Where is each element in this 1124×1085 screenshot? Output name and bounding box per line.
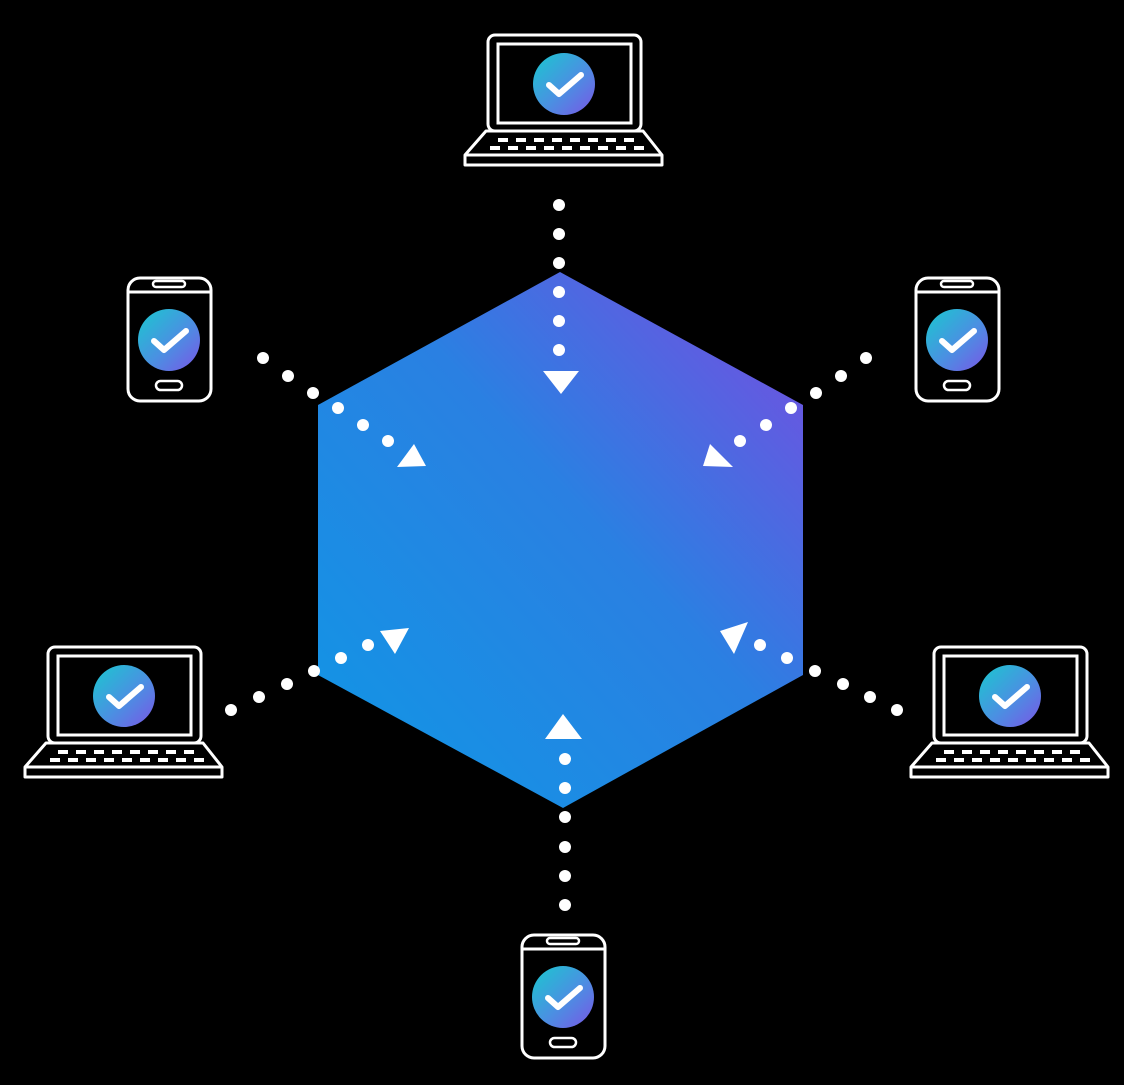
connector-dot	[837, 678, 849, 690]
connector-dot	[559, 811, 571, 823]
check-icon	[546, 72, 584, 97]
smartphone-node-bottom	[520, 933, 607, 1060]
connector-lower-left	[225, 628, 409, 716]
connector-dot	[307, 387, 319, 399]
phone-home-button	[548, 1036, 578, 1049]
phone-home-button	[154, 379, 184, 392]
smartphone-icon	[126, 276, 213, 403]
connector-dot	[553, 286, 565, 298]
smartphone-node-upper-right	[914, 276, 1001, 403]
connector-dot	[785, 402, 797, 414]
connector-dot	[332, 402, 344, 414]
check-icon	[992, 684, 1030, 709]
laptop-node-lower-right	[909, 645, 1110, 779]
check-icon	[151, 328, 189, 353]
connector-dot	[734, 435, 746, 447]
connector-dot	[553, 228, 565, 240]
laptop-icon	[909, 645, 1110, 779]
connector-dot	[553, 315, 565, 327]
laptop-icon	[463, 33, 664, 167]
phone-body	[126, 276, 213, 403]
smartphone-icon	[914, 276, 1001, 403]
phone-speaker	[545, 936, 581, 946]
verified-badge	[926, 309, 988, 371]
connector-top	[543, 199, 579, 394]
arrowhead-upper-left	[397, 444, 426, 467]
laptop-display	[942, 654, 1079, 737]
central-hub-hexagon	[318, 272, 803, 808]
laptop-keyboard	[50, 750, 204, 762]
laptop-node-lower-left	[23, 645, 224, 779]
connector-dot	[357, 419, 369, 431]
phone-home-button	[942, 379, 972, 392]
phone-body	[520, 933, 607, 1060]
arrowhead-lower-left	[380, 628, 409, 654]
check-icon	[939, 328, 977, 353]
connector-dot	[754, 639, 766, 651]
connector-upper-left	[257, 352, 426, 467]
connector-dot	[282, 370, 294, 382]
laptop-node-top	[463, 33, 664, 167]
connector-dot	[281, 678, 293, 690]
smartphone-icon	[520, 933, 607, 1060]
smartphone-node-upper-left	[126, 276, 213, 403]
connector-dot	[760, 419, 772, 431]
arrowhead-top	[543, 371, 579, 394]
connector-dot	[559, 782, 571, 794]
connector-dot	[835, 370, 847, 382]
laptop-display	[496, 42, 633, 125]
connector-dot	[257, 352, 269, 364]
verified-badge	[533, 53, 595, 115]
connector-dot	[553, 344, 565, 356]
connector-dot	[308, 665, 320, 677]
connector-dot	[891, 704, 903, 716]
verified-badge	[138, 309, 200, 371]
connector-dot	[559, 753, 571, 765]
connector-dot	[860, 352, 872, 364]
verified-badge	[532, 966, 594, 1028]
phone-body	[914, 276, 1001, 403]
check-icon	[545, 985, 583, 1010]
connector-upper-right	[703, 352, 872, 467]
laptop-display	[56, 654, 193, 737]
connector-dot	[810, 387, 822, 399]
connector-dot	[559, 870, 571, 882]
connector-dot	[253, 691, 265, 703]
connector-dot	[809, 665, 821, 677]
laptop-keyboard	[936, 750, 1090, 762]
connector-lower-right	[720, 622, 903, 716]
connector-dot	[553, 257, 565, 269]
verified-badge	[979, 665, 1041, 727]
phone-speaker	[939, 279, 975, 289]
connector-dot	[553, 199, 565, 211]
arrowhead-upper-right	[703, 444, 733, 467]
check-icon	[106, 684, 144, 709]
arrowhead-bottom	[545, 714, 582, 739]
laptop-icon	[23, 645, 224, 779]
connector-dot	[559, 841, 571, 853]
arrowhead-lower-right	[720, 622, 748, 654]
connector-dot	[559, 899, 571, 911]
connector-bottom	[545, 714, 582, 911]
connector-dot	[864, 691, 876, 703]
connector-dot	[335, 652, 347, 664]
phone-speaker	[151, 279, 187, 289]
verified-badge	[93, 665, 155, 727]
laptop-keyboard	[490, 138, 644, 150]
connector-dot	[362, 639, 374, 651]
connector-dot	[781, 652, 793, 664]
connector-dot	[225, 704, 237, 716]
connector-dot	[382, 435, 394, 447]
